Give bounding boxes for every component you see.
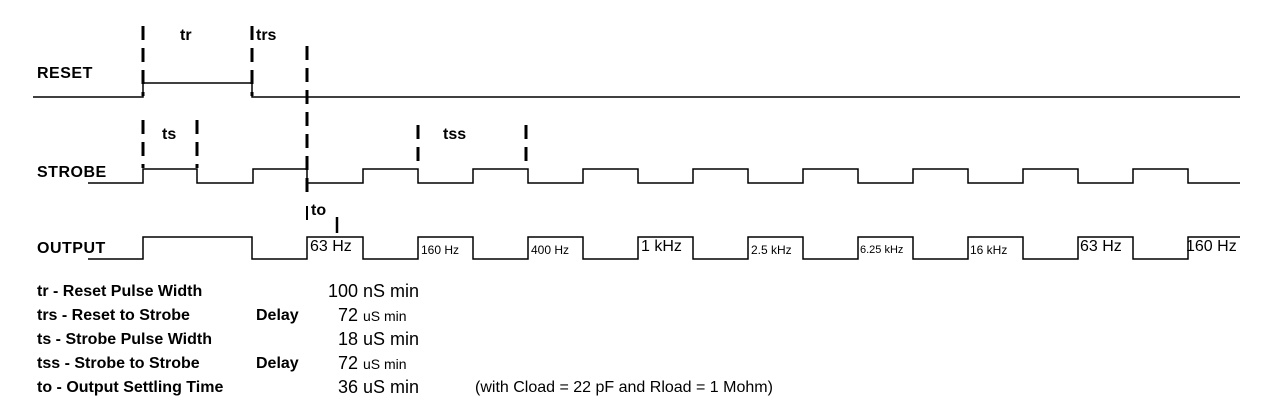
- spec-label: to - Output Settling Time: [37, 379, 224, 396]
- to-interval-label: to: [311, 202, 327, 219]
- freq-label: 16 kHz: [970, 243, 1008, 257]
- spec-row: tss - Strobe to Strobe Delay 72 uS min: [0, 353, 900, 375]
- ts-interval-label: ts: [162, 126, 177, 143]
- freq-label: 2.5 kHz: [751, 243, 792, 257]
- spec-row: ts - Strobe Pulse Width 18 uS min: [0, 329, 900, 351]
- reset-label: RESET: [37, 65, 93, 82]
- spec-row: to - Output Settling Time 36 uS min (wit…: [0, 377, 900, 399]
- output-label: OUTPUT: [37, 240, 106, 257]
- spec-unit: uS min: [363, 356, 407, 372]
- spec-delay: Delay: [256, 307, 299, 324]
- output-waveform: [88, 236, 1240, 260]
- tr-interval-label: tr: [180, 27, 192, 44]
- spec-row: tr - Reset Pulse Width 100 nS min: [0, 281, 900, 303]
- spec-value: 18: [337, 329, 358, 349]
- spec-value: 72: [337, 353, 358, 373]
- spec-unit: uS min: [363, 377, 420, 397]
- freq-label: 160 Hz: [1186, 238, 1237, 255]
- freq-label: 400 Hz: [531, 243, 570, 257]
- strobe-waveform: [88, 168, 1240, 184]
- freq-label: 6.25 kHz: [860, 244, 904, 256]
- strobe-label: STROBE: [37, 164, 107, 181]
- freq-label: 1 kHz: [641, 238, 682, 255]
- freq-label: 63 Hz: [310, 238, 352, 255]
- freq-label: 160 Hz: [421, 243, 460, 257]
- freq-label: 63 Hz: [1080, 238, 1122, 255]
- reset-waveform: [33, 82, 1240, 98]
- spec-unit: uS min: [363, 308, 407, 324]
- spec-label: ts - Strobe Pulse Width: [37, 331, 212, 348]
- spec-unit: uS min: [363, 329, 420, 349]
- spec-label: tss - Strobe to Strobe: [37, 355, 200, 372]
- spec-value: 72: [337, 305, 358, 325]
- load-condition-note: (with Cload = 22 pF and Rload = 1 Mohm): [475, 379, 773, 396]
- spec-label: trs - Reset to Strobe: [37, 307, 190, 324]
- tss-interval-label: tss: [443, 126, 467, 143]
- spec-value: 36: [337, 377, 358, 397]
- spec-value: 100: [327, 281, 358, 301]
- spec-row: trs - Reset to Strobe Delay 72 uS min: [0, 305, 900, 327]
- spec-unit: nS min: [363, 281, 420, 301]
- spec-label: tr - Reset Pulse Width: [37, 283, 203, 300]
- spec-delay: Delay: [256, 355, 299, 372]
- trs-interval-label: trs: [256, 27, 277, 44]
